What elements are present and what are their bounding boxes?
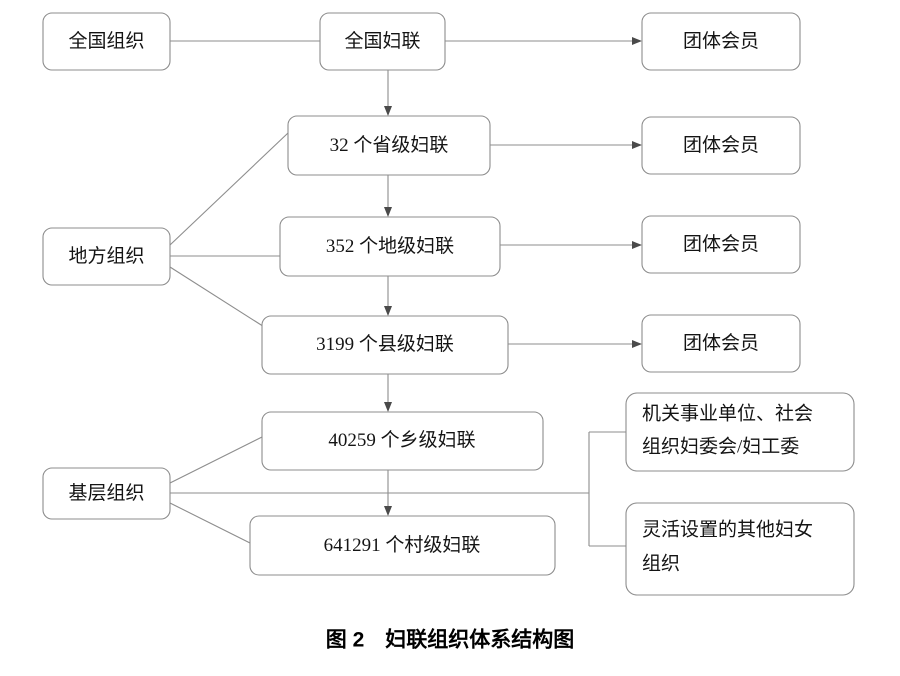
node-group-member-county[interactable]: 团体会员 xyxy=(641,314,801,373)
arrow-icon-to-group-member-national xyxy=(632,37,642,45)
node-provincial-federations-label: 32 个省级妇联 xyxy=(330,134,449,156)
node-national-category-label: 全国组织 xyxy=(68,30,144,52)
node-group-member-national-shape xyxy=(641,12,801,71)
node-national-federation-label: 全国妇联 xyxy=(344,30,420,52)
node-grassroots-category-label: 基层组织 xyxy=(68,482,144,504)
node-county-federations-label: 3199 个县级妇联 xyxy=(316,333,454,355)
link-local-category-to-provincial xyxy=(169,132,289,246)
node-group-member-provincial[interactable]: 团体会员 xyxy=(641,116,801,175)
node-group-member-national[interactable]: 团体会员 xyxy=(641,12,801,71)
node-township-federations[interactable]: 40259 个乡级妇联 xyxy=(261,411,544,471)
node-institutional-women-committee-shape xyxy=(625,392,855,472)
node-flexible-women-organization-line1: 灵活设置的其他妇女 xyxy=(642,518,813,540)
node-group-member-county-shape xyxy=(641,314,801,373)
node-national-federation-shape xyxy=(319,12,446,71)
node-village-federations[interactable]: 641291 个村级妇联 xyxy=(249,515,556,576)
node-township-federations-shape xyxy=(261,411,544,471)
node-national-category-shape xyxy=(42,12,171,71)
node-flexible-women-organization-shape xyxy=(625,502,855,596)
node-village-federations-shape xyxy=(249,515,556,576)
node-county-federations-shape xyxy=(261,315,509,375)
node-provincial-federations[interactable]: 32 个省级妇联 xyxy=(287,115,491,176)
arrow-icon-to-group-member-county xyxy=(632,340,642,348)
node-flexible-women-organization[interactable]: 灵活设置的其他妇女 组织 xyxy=(625,502,855,596)
node-grassroots-category[interactable]: 基层组织 xyxy=(42,467,171,520)
arrow-icon-to-provincial xyxy=(384,106,392,116)
node-township-federations-label: 40259 个乡级妇联 xyxy=(328,429,475,451)
node-group-member-provincial-shape xyxy=(641,116,801,175)
node-prefecture-federations-shape xyxy=(279,216,501,277)
node-local-category-shape xyxy=(42,227,171,286)
arrow-icon-to-township xyxy=(384,402,392,412)
arrow-icon-to-group-member-provincial xyxy=(632,141,642,149)
node-village-federations-label: 641291 个村级妇联 xyxy=(324,534,481,556)
node-national-federation[interactable]: 全国妇联 xyxy=(319,12,446,71)
node-county-federations[interactable]: 3199 个县级妇联 xyxy=(261,315,509,375)
node-institutional-women-committee-line1: 机关事业单位、社会 xyxy=(642,402,813,424)
arrow-icon-to-prefecture xyxy=(384,207,392,217)
node-group-member-county-label: 团体会员 xyxy=(683,332,759,354)
node-institutional-women-committee-line2: 组织妇委会/妇工委 xyxy=(642,435,799,457)
link-grassroots-category-to-township xyxy=(169,436,263,484)
arrow-icon-to-group-member-prefecture xyxy=(632,241,642,249)
figure-caption: 图 2 妇联组织体系结构图 xyxy=(326,628,575,652)
node-group-member-national-label: 团体会员 xyxy=(683,30,759,52)
arrow-icon-to-county xyxy=(384,306,392,316)
node-grassroots-category-shape xyxy=(42,467,171,520)
arrow-icon-to-village xyxy=(384,506,392,516)
node-institutional-women-committee[interactable]: 机关事业单位、社会 组织妇委会/妇工委 xyxy=(625,392,855,472)
node-group-member-prefecture-label: 团体会员 xyxy=(683,233,759,255)
node-provincial-federations-shape xyxy=(287,115,491,176)
node-local-category[interactable]: 地方组织 xyxy=(42,227,171,286)
node-national-category[interactable]: 全国组织 xyxy=(42,12,171,71)
node-local-category-label: 地方组织 xyxy=(68,245,144,267)
node-group-member-prefecture-shape xyxy=(641,215,801,274)
node-group-member-prefecture[interactable]: 团体会员 xyxy=(641,215,801,274)
node-prefecture-federations-label: 352 个地级妇联 xyxy=(326,235,454,257)
node-prefecture-federations[interactable]: 352 个地级妇联 xyxy=(279,216,501,277)
node-group-member-provincial-label: 团体会员 xyxy=(683,134,759,156)
link-grassroots-category-to-village xyxy=(169,502,255,546)
node-flexible-women-organization-line2: 组织 xyxy=(642,552,680,574)
